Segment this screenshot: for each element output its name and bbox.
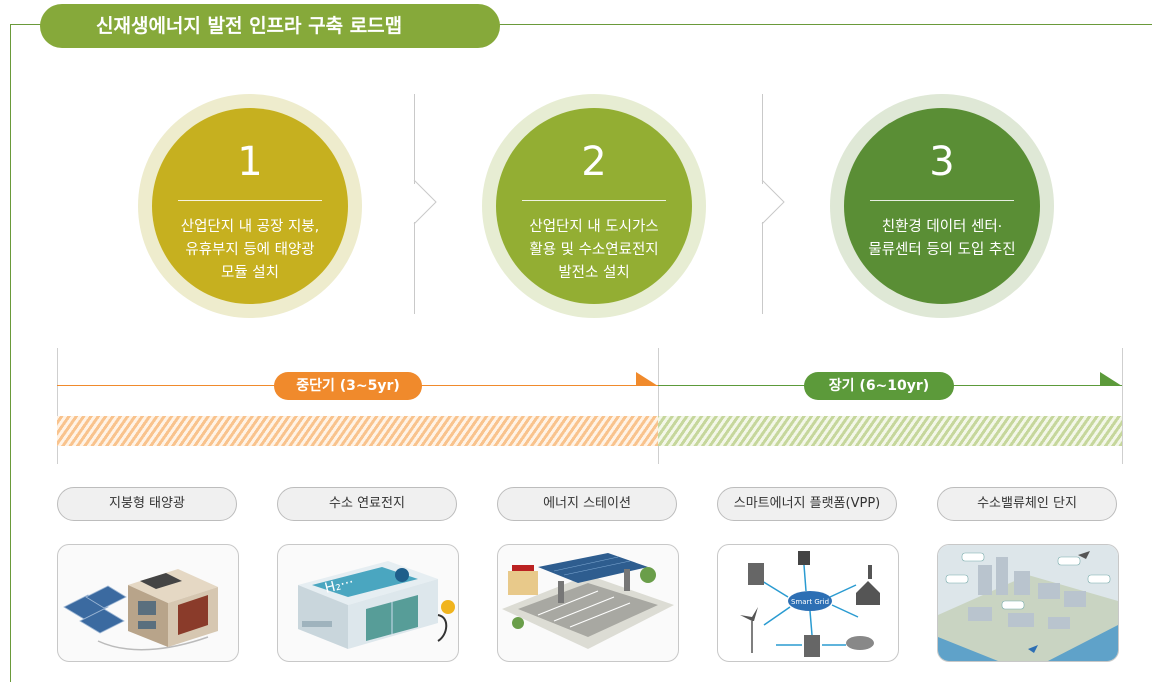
step-separator [762, 94, 763, 184]
category-energy-station: 에너지 스테이션 [497, 487, 677, 521]
page-title: 신재생에너지 발전 인프라 구축 로드맵 [40, 4, 500, 48]
hydrogen-fuel-cell-icon: H₂··· [298, 561, 455, 649]
step-1-divider [178, 200, 322, 201]
h2-label: H₂··· [323, 574, 355, 597]
step-3-ring: 3 친환경 데이터 센터·물류센터 등의 도입 추진 [830, 94, 1054, 318]
short-term-label: 중단기 (3~5yr) [274, 372, 422, 400]
step-3-divider [870, 200, 1014, 201]
short-term-arrow-icon [636, 372, 658, 386]
step-separator [414, 222, 415, 314]
smart-grid-image: Smart Grid [717, 544, 899, 662]
category-hydrogen-value-chain: 수소밸류체인 단지 [937, 487, 1117, 521]
energy-station-icon [502, 553, 674, 649]
step-3-circle: 3 친환경 데이터 센터·물류센터 등의 도입 추진 [844, 108, 1040, 304]
long-term-label: 장기 (6~10yr) [804, 372, 954, 400]
category-smart-energy-platform: 스마트에너지 플랫폼(VPP) [717, 487, 897, 521]
category-hydrogen-fuel-cell: 수소 연료전지 [277, 487, 457, 521]
step-2-number: 2 [581, 139, 607, 185]
rooftop-solar-house-icon [63, 569, 218, 651]
step-separator [414, 94, 415, 184]
long-term-arrow-icon [1100, 372, 1122, 386]
hydrogen-fuel-cell-image: H₂··· [277, 544, 459, 662]
step-1-number: 1 [237, 139, 263, 185]
step-3-number: 3 [929, 139, 955, 185]
step-separator [762, 222, 763, 314]
step-2-text: 산업단지 내 도시가스 활용 및 수소연료전지 발전소 설치 [529, 219, 659, 281]
rooftop-solar-image [57, 544, 239, 662]
timeline-start-tick [57, 348, 58, 464]
timeline-end-tick [1122, 348, 1123, 464]
timeline-mid-tick [658, 348, 659, 464]
step-2-circle: 2 산업단지 내 도시가스 활용 및 수소연료전지 발전소 설치 [496, 108, 692, 304]
step-2-divider [522, 200, 666, 201]
chevron-right-icon [761, 180, 785, 224]
long-term-hatch-bar [658, 416, 1122, 446]
step-1-circle: 1 산업단지 내 공장 지붕, 유휴부지 등에 태양광 모듈 설치 [152, 108, 348, 304]
step-1-text: 산업단지 내 공장 지붕, 유휴부지 등에 태양광 모듈 설치 [180, 219, 320, 281]
category-rooftop-solar: 지붕형 태양광 [57, 487, 237, 521]
short-term-hatch-bar [57, 416, 658, 446]
frame-left-border [10, 24, 11, 682]
chevron-right-icon [413, 180, 437, 224]
step-3-text: 친환경 데이터 센터·물류센터 등의 도입 추진 [868, 219, 1016, 258]
smart-grid-diagram-icon: Smart Grid [740, 551, 880, 657]
hydrogen-value-chain-complex-icon [938, 545, 1118, 661]
step-1-ring: 1 산업단지 내 공장 지붕, 유휴부지 등에 태양광 모듈 설치 [138, 94, 362, 318]
step-2-ring: 2 산업단지 내 도시가스 활용 및 수소연료전지 발전소 설치 [482, 94, 706, 318]
hydrogen-value-chain-image [937, 544, 1119, 662]
smart-grid-label: Smart Grid [791, 598, 829, 606]
energy-station-image [497, 544, 679, 662]
frame-top-border [10, 24, 1152, 25]
